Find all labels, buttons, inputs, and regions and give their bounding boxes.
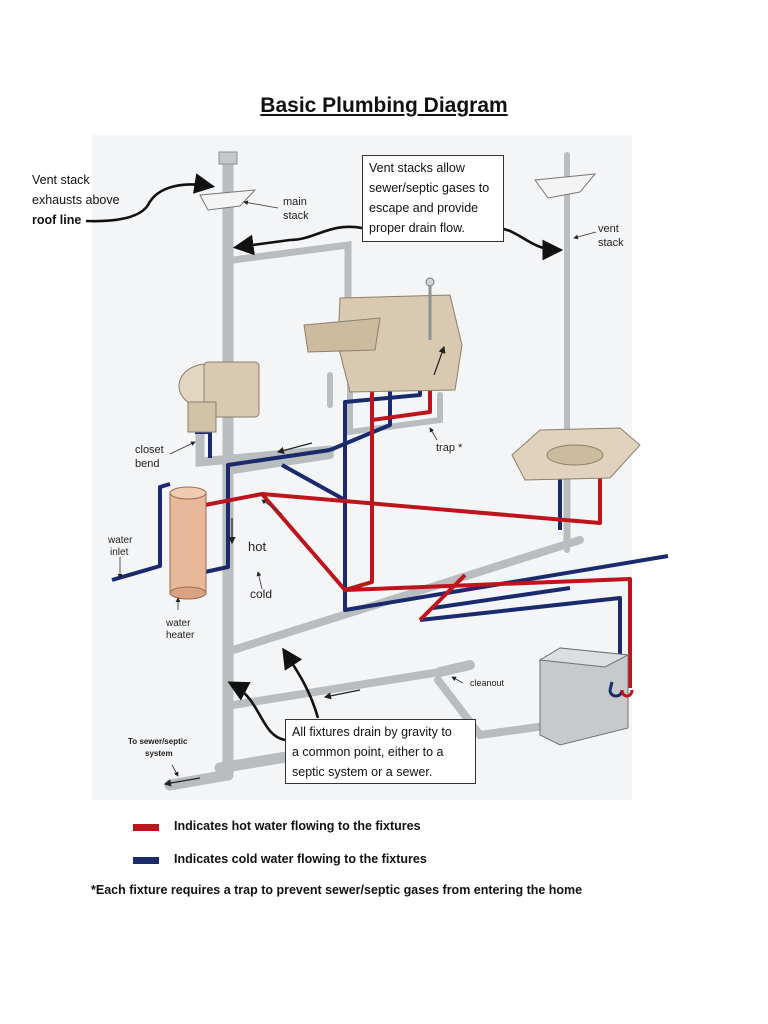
roof-flashing-main (199, 189, 257, 211)
to-sewer-label-2: system (145, 749, 173, 758)
sink-icon (511, 427, 641, 481)
bathtub-icon (303, 277, 463, 393)
legend-cold-text: Indicates cold water flowing to the fixt… (174, 852, 427, 866)
washing-machine-icon (538, 647, 634, 746)
diagram-title: Basic Plumbing Diagram (260, 94, 508, 117)
closet-bend-label-2: bend (135, 458, 159, 470)
vent-stack-label-1: vent (598, 223, 619, 235)
drain-box-line-2: a common point, either to a (292, 745, 444, 759)
vent-box-line-2: sewer/septic gases to (369, 181, 490, 195)
hot-label: hot (248, 539, 266, 554)
trap-label: trap * (436, 442, 463, 454)
toilet-icon (178, 361, 260, 433)
legend-hot-text: Indicates hot water flowing to the fixtu… (174, 819, 421, 833)
vent-exhaust-callout: Vent stack exhausts above roof line (32, 170, 120, 230)
flow-arrows (163, 345, 446, 787)
cold-water-swatch (133, 857, 159, 864)
water-heater-label-2: heater (166, 630, 195, 641)
vent-stack-label-2: stack (598, 237, 624, 249)
trap-footnote: *Each fixture requires a trap to prevent… (91, 883, 583, 897)
drain-box-line-1: All fixtures drain by gravity to (292, 725, 452, 739)
to-sewer-label-1: To sewer/septic (128, 737, 188, 746)
main-stack-label-1: main (283, 196, 307, 208)
vent-box-line-3: escape and provide (369, 201, 479, 215)
drain-box-line-3: septic system or a sewer. (292, 765, 433, 779)
vent-exhaust-line-2: exhausts above (32, 193, 120, 207)
main-stack-label-2: stack (283, 210, 309, 222)
water-inlet-label-2: inlet (110, 547, 129, 558)
vent-stacks-callout-box: Vent stacks allow sewer/septic gases to … (362, 155, 504, 242)
vent-box-line-1: Vent stacks allow (369, 161, 465, 175)
roof-flashing-vent (534, 173, 597, 199)
cleanout-label: cleanout (470, 678, 505, 688)
hot-water-swatch (133, 824, 159, 831)
cold-label: cold (250, 587, 272, 601)
water-heater-label-1: water (165, 618, 191, 629)
closet-bend-label-1: closet (135, 444, 164, 456)
gravity-drain-callout-box: All fixtures drain by gravity to a commo… (285, 719, 476, 784)
vent-box-line-4: proper drain flow. (369, 221, 465, 235)
label-pointers (117, 200, 597, 777)
water-heater-icon (169, 486, 207, 600)
water-inlet-label-1: water (107, 535, 133, 546)
vent-exhaust-line-1: Vent stack (32, 173, 90, 187)
vent-exhaust-line-3: roof line (32, 213, 82, 227)
